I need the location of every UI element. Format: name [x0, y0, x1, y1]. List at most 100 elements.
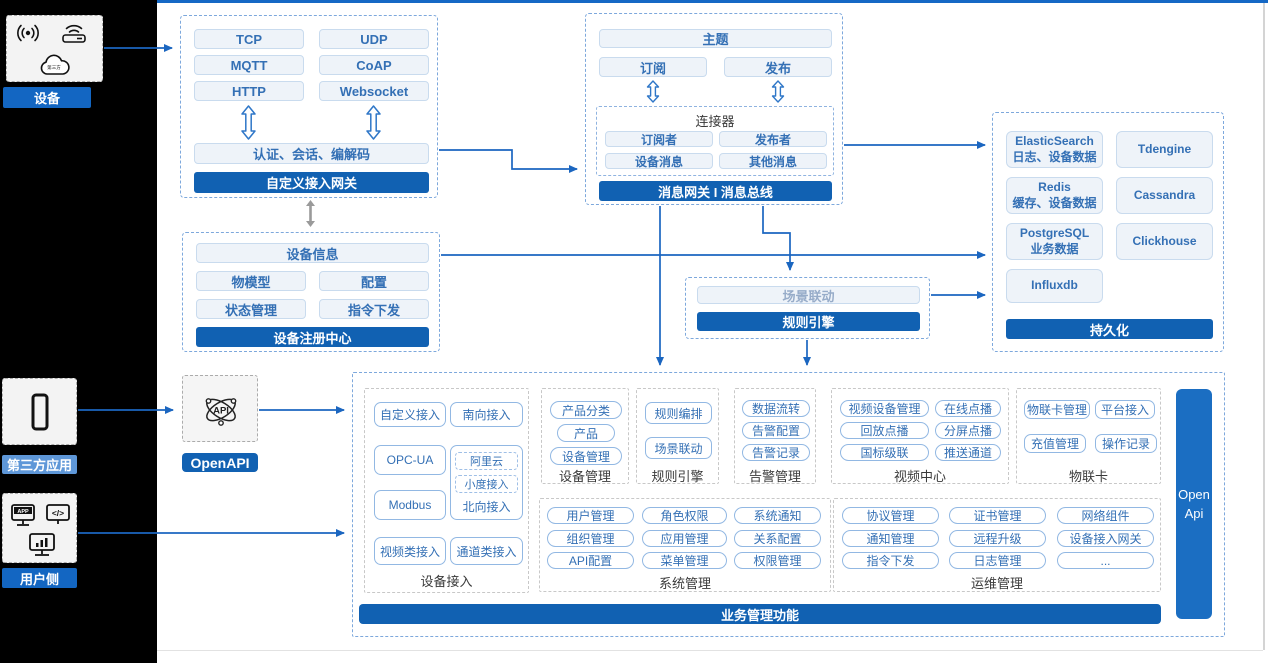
tdengine-node: Tdengine [1116, 131, 1213, 168]
user-side-label: 用户侧 [19, 571, 59, 587]
app-window-icon: APP [10, 503, 36, 527]
aliyun-node: 阿里云 [455, 452, 518, 470]
db-desc: 缓存、设备数据 [1012, 195, 1097, 210]
system-mgmt-label: 系统管理 [658, 576, 711, 591]
alarm-label: 告警管理 [748, 469, 801, 484]
bottom-edge-line [157, 650, 1263, 651]
network-comp-pill: 网络组件 [1057, 507, 1154, 524]
db-name: Influxdb [1031, 278, 1078, 293]
relation-config-pill: 关系配置 [734, 530, 821, 547]
app-mgmt-pill: 应用管理 [642, 530, 727, 547]
platform-access-node: 平台接入 [1095, 400, 1155, 419]
video-center-label: 视频中心 [893, 469, 946, 484]
bar-chart-monitor-icon [27, 532, 57, 558]
protocol-udp: UDP [319, 29, 429, 49]
db-desc: 业务数据 [1030, 241, 1079, 256]
product-pill: 产品 [557, 424, 615, 442]
rule-engine-box: 场景联动 规则引擎 [685, 277, 930, 339]
subscriber-chip: 订阅者 [605, 131, 713, 147]
influxdb-node: Influxdb [1006, 269, 1103, 303]
device-rail-badge: 设备 [3, 87, 91, 108]
device-mgmt-pill: 设备管理 [550, 447, 622, 465]
opc-ua-node: OPC-UA [374, 445, 446, 475]
db-name: Tdengine [1137, 141, 1192, 156]
api-config-pill: API配置 [547, 552, 634, 569]
router-icon [59, 24, 89, 44]
protocol-websocket: Websocket [319, 81, 429, 101]
protocol-coap: CoAP [319, 55, 429, 75]
thing-model-chip: 物模型 [196, 271, 306, 291]
topic-chip: 主题 [599, 29, 832, 48]
section-system-mgmt: 用户管理 角色权限 系统通知 组织管理 应用管理 关系配置 API配置 菜单管理… [539, 498, 831, 592]
persistence-title-bar: 持久化 [1006, 319, 1213, 339]
openapi-icon-box: API [182, 375, 258, 442]
perm-mgmt-pill: 权限管理 [734, 552, 821, 569]
phone-icon [29, 393, 51, 431]
splitscreen-pill: 分屏点播 [935, 422, 1001, 439]
ops-mgmt-label: 运维管理 [970, 576, 1023, 591]
publisher-chip: 发布者 [719, 131, 827, 147]
open-api-line1: Open [1178, 486, 1210, 502]
alarm-record-pill: 告警记录 [742, 444, 810, 461]
org-mgmt-pill: 组织管理 [547, 530, 634, 547]
db-desc: 日志、设备数据 [1012, 149, 1097, 164]
device-gateway-pill: 设备接入网关 [1057, 530, 1154, 547]
open-api-line2: Api [1184, 506, 1204, 521]
db-name: PostgreSQL [1019, 225, 1090, 240]
device-registry-box: 设备信息 物模型 配置 状态管理 指令下发 设备注册中心 [182, 232, 440, 352]
iot-card-mgmt-node: 物联卡管理 [1024, 400, 1090, 419]
user-side-badge: 用户侧 [2, 568, 77, 588]
double-arrow-icon [646, 80, 660, 103]
openapi-badge: OpenAPI [182, 453, 258, 472]
scene-linkage-node: 场景联动 [645, 437, 712, 459]
publish-chip: 发布 [724, 57, 832, 77]
gray-double-arrow-icon [305, 200, 316, 227]
southbound-node: 南向接入 [450, 402, 523, 427]
custom-gateway-box: TCP UDP MQTT CoAP HTTP Websocket 认证、会话、编… [180, 15, 438, 198]
double-arrow-icon [240, 105, 257, 140]
status-mgmt-chip: 状态管理 [196, 299, 306, 319]
db-name: Redis [1038, 179, 1071, 194]
playback-pill: 回放点播 [840, 422, 929, 439]
protocol-mqtt: MQTT [194, 55, 304, 75]
api-atom-icon: API [200, 389, 242, 431]
remote-upgrade-pill: 远程升级 [949, 530, 1046, 547]
section-iot-card: 物联卡管理 平台接入 充值管理 操作记录 物联卡 [1016, 388, 1161, 484]
connector-box: 连接器 订阅者 发布者 设备消息 其他消息 [596, 106, 834, 176]
northbound-label: 北向接入 [462, 500, 511, 514]
third-party-icon-box [2, 378, 77, 445]
protocol-http: HTTP [194, 81, 304, 101]
message-bus-box: 主题 订阅 发布 连接器 订阅者 发布者 设备消息 其他消息 消息网关 I 消息… [585, 13, 843, 205]
rule-engine-title-bar: 规则引擎 [697, 312, 920, 331]
db-name: ElasticSearch [1015, 133, 1094, 148]
db-name: Cassandra [1133, 187, 1196, 202]
notice-mgmt-pill: 通知管理 [842, 530, 939, 547]
more-pill: ... [1057, 552, 1154, 569]
openapi-label: OpenAPI [190, 454, 250, 471]
gb-cascade-pill: 国标级联 [840, 444, 929, 461]
video-access-node: 视频类接入 [374, 537, 446, 565]
iot-card-label: 物联卡 [1068, 469, 1108, 484]
device-registry-title-bar: 设备注册中心 [196, 327, 429, 347]
user-side-icon-box: APP </> [2, 493, 77, 563]
command-issue-pill: 指令下发 [842, 552, 939, 569]
section-device-mgmt: 产品分类 产品 设备管理 设备管理 [541, 388, 629, 484]
svg-text:第三方: 第三方 [47, 64, 61, 71]
alarm-config-pill: 告警配置 [742, 422, 810, 439]
broadcast-icon [15, 24, 41, 42]
section-device-access: 自定义接入 南向接入 OPC-UA 北向接入 阿里云 小度接入 Modbus 视… [364, 388, 529, 593]
command-issue-chip: 指令下发 [319, 299, 429, 319]
third-party-badge: 第三方应用 [2, 455, 77, 474]
other-message-chip: 其他消息 [719, 153, 827, 169]
protocol-tcp: TCP [194, 29, 304, 49]
device-mgmt-label: 设备管理 [558, 469, 611, 484]
device-message-chip: 设备消息 [605, 153, 713, 169]
double-arrow-icon [771, 80, 785, 103]
clickhouse-node: Clickhouse [1116, 223, 1213, 260]
section-rule-engine: 规则编排 场景联动 规则引擎 [636, 388, 719, 484]
top-accent-strip [157, 0, 1268, 3]
third-party-label: 第三方应用 [6, 458, 72, 473]
